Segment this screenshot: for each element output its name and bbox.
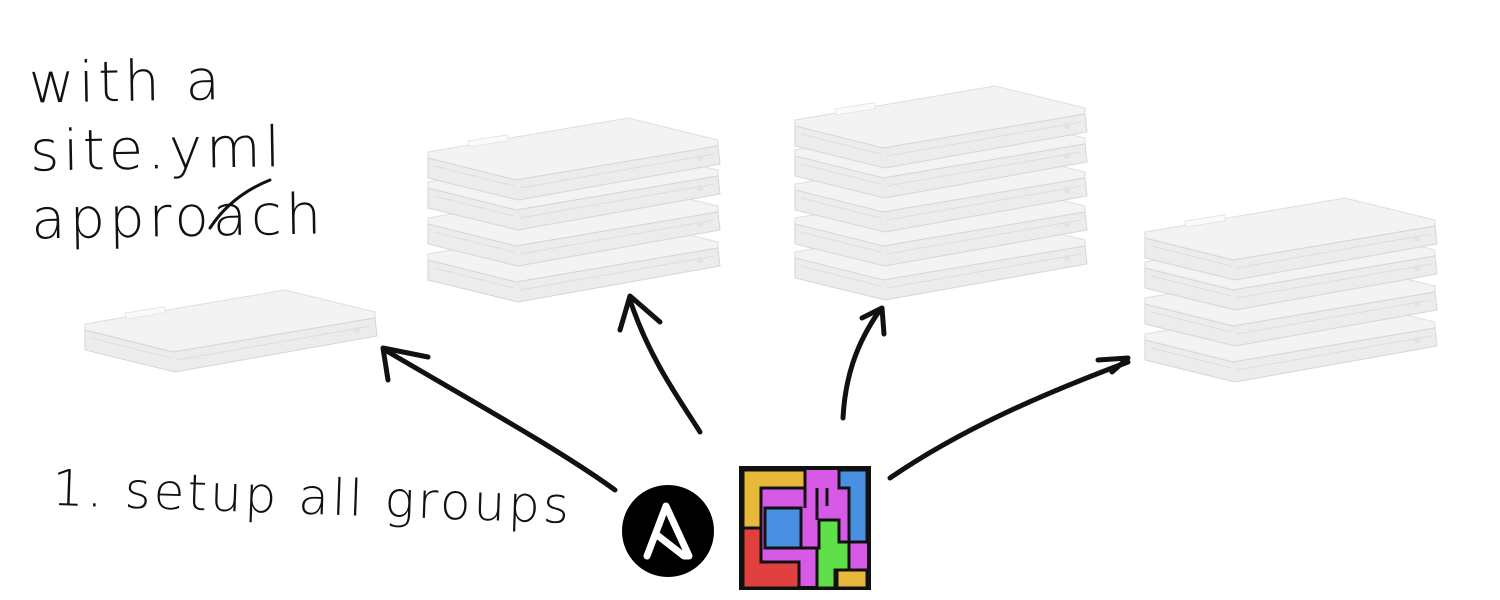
server-group-2 (427, 117, 721, 303)
arrow-to-group-3 (840, 305, 887, 421)
pen-stroke (208, 178, 272, 230)
server-unit (84, 289, 378, 373)
ansible-logo-icon (622, 485, 714, 577)
server-group-3 (794, 85, 1088, 301)
server-group-4 (1144, 197, 1438, 383)
arrow-to-group-1 (380, 345, 618, 493)
arrow-to-group-2 (617, 293, 703, 435)
arrow-to-group-4 (887, 355, 1131, 481)
colorful-maze-logo-icon (739, 466, 871, 590)
server-group-1 (84, 289, 378, 373)
